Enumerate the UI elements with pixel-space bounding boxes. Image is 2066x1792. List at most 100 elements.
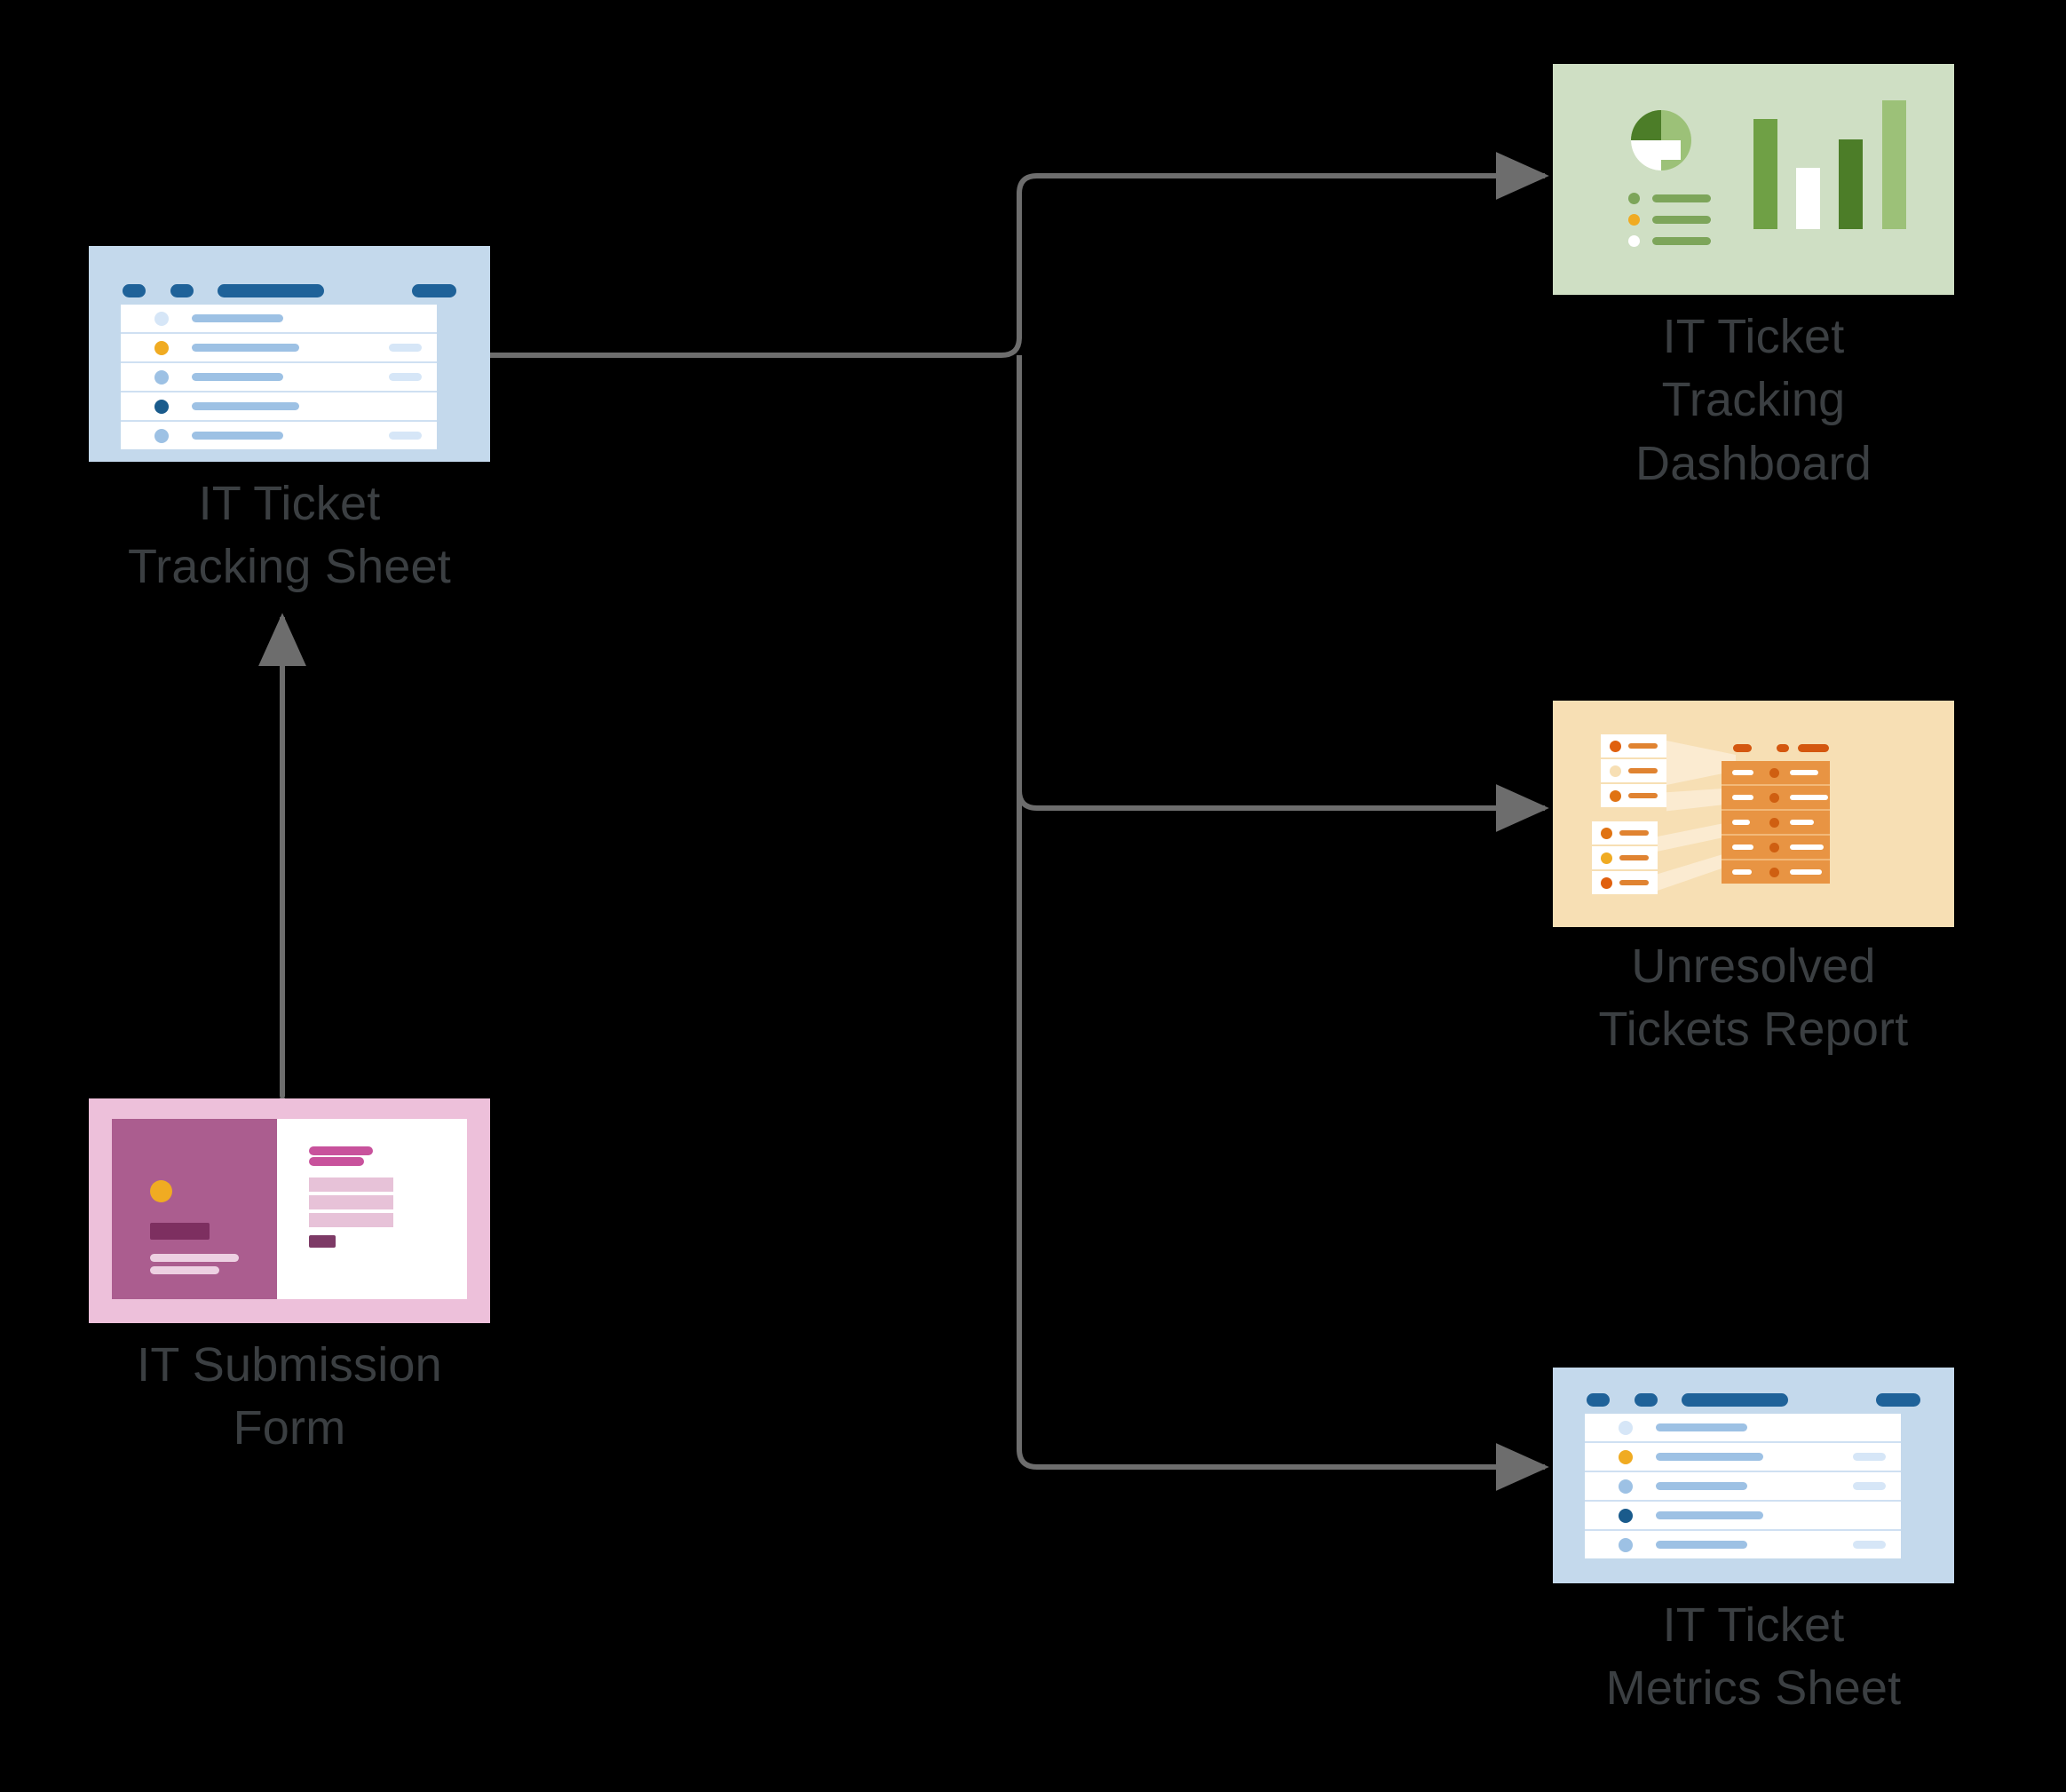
status-dot [1619,1420,1633,1435]
node-submission-form[interactable]: IT Submission Form [89,1098,490,1455]
row-bar-end [389,373,422,381]
status-dot [1619,1537,1633,1552]
mini-bar [1628,743,1658,749]
label-line: IT Ticket [1662,310,1845,363]
label-line: Tracking [1661,373,1846,427]
status-dot [1769,767,1779,778]
row-bar [1732,844,1753,850]
report-table [1722,761,1830,884]
status-dot [1601,852,1612,864]
form-right-panel [277,1119,467,1299]
table-row [1722,811,1830,836]
label-line: Tracking Sheet [128,540,451,594]
form-field-block [309,1195,393,1209]
header-pill-2 [170,283,194,297]
header-pill-2 [1777,743,1789,752]
report-header-row [1733,743,1840,752]
ticket-mini-card [1601,759,1666,782]
table-row [1585,1472,1901,1502]
spreadsheet-icon [89,246,490,462]
table-row [1722,836,1830,860]
node-label-dashboard: IT Ticket Tracking Dashboard [1455,305,2052,496]
dashboard-chart-icon [1553,64,1954,295]
status-dot [154,340,169,355]
node-label-unresolved-report: Unresolved Tickets Report [1455,935,2052,1062]
legend-bar [1652,237,1711,245]
row-bar-end [1853,1541,1886,1549]
node-dashboard[interactable]: IT Ticket Tracking Dashboard [1553,64,1954,490]
form-title-bar [150,1223,210,1240]
mini-bar [1619,830,1649,836]
row-bar-end [389,432,422,440]
ticket-mini-card [1592,871,1658,894]
form-heading-bar [309,1157,364,1166]
form-text-bar [150,1254,239,1262]
status-dot [1601,876,1612,889]
row-bar [1656,1511,1763,1519]
header-pill-4 [1876,1392,1920,1407]
sheet-rows [121,305,437,449]
node-metrics-sheet[interactable]: IT Ticket Metrics Sheet [1553,1368,1954,1715]
node-unresolved-report[interactable]: Unresolved Tickets Report [1553,701,1954,1056]
accent-dot [150,1180,172,1202]
row-bar [192,432,283,440]
label-line: Dashboard [1635,436,1872,490]
mini-bar [1619,855,1649,860]
form-submit-button [309,1235,336,1248]
row-bar [192,314,283,322]
form-field-block [309,1177,393,1192]
row-bar [1732,820,1750,825]
header-pill-3 [1682,1392,1788,1407]
row-bar [1790,844,1824,850]
header-pill-1 [123,283,146,297]
label-line: Metrics Sheet [1605,1661,1902,1716]
mini-bar [1628,768,1658,773]
pie-chart-icon [1631,110,1691,170]
node-tracking-sheet[interactable]: IT Ticket Tracking Sheet [89,246,490,593]
header-pill-1 [1587,1392,1610,1407]
row-bar [192,344,299,352]
chart-legend [1628,193,1711,247]
table-row [1585,1443,1901,1472]
label-line: Unresolved [1631,940,1876,993]
table-row [1585,1531,1901,1558]
sheet-header-row [123,283,456,297]
legend-dot [1628,214,1640,226]
table-row [121,363,437,392]
label-line: Form [233,1401,346,1455]
header-pill-3 [1798,743,1829,752]
mini-bar [1619,880,1649,885]
bar-chart-bar-2 [1796,168,1820,229]
status-dot [1769,792,1779,803]
ticket-mini-card [1592,846,1658,869]
edge-sheet-to-metrics [1017,391,1549,1491]
status-dot [1610,765,1621,777]
header-pill-1 [1733,743,1752,752]
form-body [112,1119,467,1299]
label-line: IT Ticket [1662,1598,1845,1652]
ticket-mini-card [1601,734,1666,757]
form-icon [89,1098,490,1323]
row-bar-end [1853,1482,1886,1490]
legend-item [1628,214,1711,226]
row-bar [1656,1453,1763,1461]
row-bar [192,373,283,381]
table-row [1722,860,1830,884]
status-dot [1769,842,1779,852]
form-field-block [309,1213,393,1227]
header-pill-2 [1635,1392,1658,1407]
row-bar [1790,820,1814,825]
row-bar-end [1853,1453,1886,1461]
status-dot [154,428,169,443]
table-row [1722,786,1830,811]
row-bar [1790,770,1818,775]
legend-dot [1628,235,1640,247]
table-row [1585,1414,1901,1443]
row-bar-end [389,344,422,352]
form-text-bar [150,1266,219,1274]
form-heading-bar [309,1146,373,1155]
mini-bar [1628,793,1658,798]
status-dot [1619,1449,1633,1464]
status-dot [1769,867,1779,877]
sheet-header-row [1587,1392,1920,1407]
